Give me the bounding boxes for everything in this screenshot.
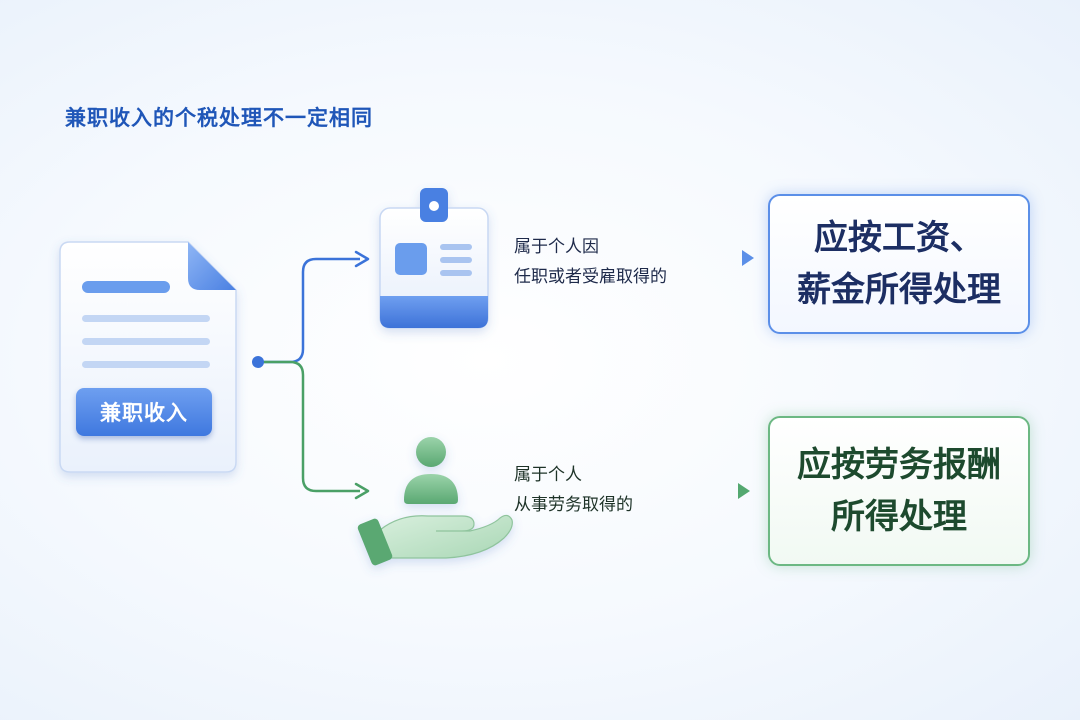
result-line: 应按工资、: [814, 218, 984, 258]
branch-connector-top: [258, 250, 370, 364]
condition-line: 属于个人: [514, 465, 582, 485]
id-badge-icon: [379, 188, 489, 329]
condition-line: 属于个人因: [514, 237, 599, 257]
result-line: 应按劳务报酬: [797, 445, 1001, 485]
condition-line: 从事劳务取得的: [514, 495, 633, 515]
hand-with-person-icon: [357, 437, 513, 566]
condition-text-employment: 属于个人因 任职或者受雇取得的: [514, 232, 667, 292]
condition-line: 任职或者受雇取得的: [514, 267, 667, 287]
source-label-chip: 兼职收入: [76, 388, 212, 436]
result-box-salary: 应按工资、 薪金所得处理: [768, 194, 1030, 334]
result-line: 所得处理: [831, 497, 967, 537]
arrow-to-result-top: [680, 250, 754, 266]
arrow-to-result-bottom: [672, 483, 750, 499]
document-icon: [59, 241, 237, 473]
page-title: 兼职收入的个税处理不一定相同: [65, 106, 373, 130]
result-line: 薪金所得处理: [797, 270, 1001, 310]
branch-origin-dot: [252, 356, 264, 368]
result-box-labor-remuneration: 应按劳务报酬 所得处理: [768, 416, 1030, 566]
condition-text-labor-service: 属于个人 从事劳务取得的: [514, 460, 633, 520]
branch-connector-bottom: [262, 360, 370, 500]
